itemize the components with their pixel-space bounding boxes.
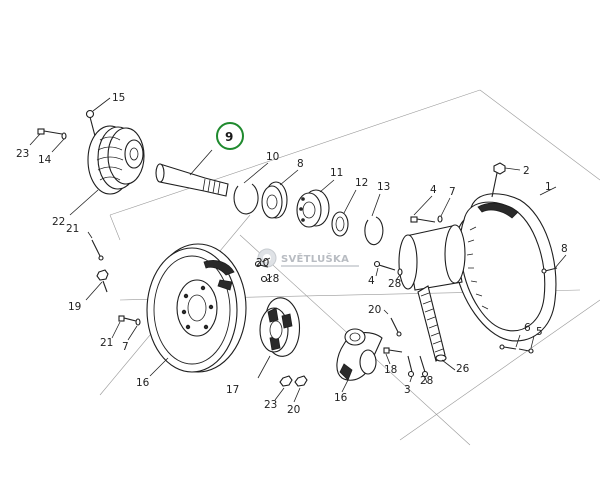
callout-7-left: 7 — [122, 341, 129, 353]
bolt-16 — [85, 97, 111, 137]
nuts-22-21 — [274, 375, 308, 403]
callout-28-mid: 28 — [388, 278, 401, 290]
callout-28-bottom: 28 — [420, 375, 433, 387]
callout-21-top: 20 — [256, 257, 269, 269]
circlip-11 — [233, 162, 269, 215]
callout-11: 10 — [266, 151, 279, 163]
flywheel-housing-1 — [398, 186, 557, 342]
bolts-4-7 — [410, 195, 451, 223]
bolts-3-28-lower — [407, 355, 429, 384]
watermark-text: SVĚTLUŠKA — [281, 252, 349, 265]
callout-18: 16 — [334, 392, 348, 404]
callout-23-left: 21 — [66, 223, 79, 235]
ring-13 — [331, 189, 357, 237]
callout-24: 21 — [100, 337, 113, 349]
callout-26: 23 — [16, 148, 29, 160]
callout-8: 8 — [561, 243, 568, 255]
callout-7-top: 7 — [449, 186, 456, 198]
callout-19: 17 — [226, 384, 239, 396]
callout-1: 1 — [545, 181, 552, 193]
coupling-flange-19 — [257, 297, 301, 379]
callout-6: 6 — [524, 322, 531, 334]
callout-5: 5 — [536, 326, 543, 338]
callout-16: 15 — [112, 92, 125, 104]
support-bracket-18 — [336, 328, 383, 393]
callout-4-top: 4 — [430, 184, 437, 196]
bolts-23-20-left — [85, 231, 109, 301]
callout-20-right: 18 — [384, 364, 397, 376]
callout-12: 11 — [330, 167, 343, 179]
callout-25: 22 — [52, 216, 65, 228]
strap-27 — [417, 285, 456, 371]
ring-10 — [261, 169, 299, 219]
bolts-6-5 — [499, 334, 535, 354]
callout-27: 26 — [456, 363, 470, 375]
callout-14: 13 — [377, 181, 390, 193]
callout-20-left: 19 — [68, 301, 81, 313]
pin-8 — [541, 254, 567, 274]
callout-labels: 15 23 14 22 21 19 21 7 16 10 8 11 12 13 … — [16, 92, 568, 416]
callout-10: 8 — [297, 158, 304, 170]
bolts-26-15 — [29, 128, 67, 153]
bearing-12 — [296, 179, 335, 228]
callout-13: 12 — [355, 177, 368, 189]
callout-3: 3 — [404, 384, 411, 396]
callout-2: 2 — [523, 165, 530, 177]
watermark: SVĚTLUŠKA — [257, 248, 359, 268]
highlight-number: 9 — [225, 130, 233, 144]
bolts-24-7 — [111, 315, 141, 341]
callout-21-bottom: 20 — [287, 404, 300, 416]
highlight-callout-9[interactable]: 9 — [216, 122, 244, 150]
callout-23-right: 20 — [368, 304, 381, 316]
callout-15: 14 — [38, 154, 52, 166]
circlip-14 — [364, 193, 384, 246]
callout-4-mid: 4 — [368, 275, 375, 287]
callout-22: 23 — [264, 399, 277, 411]
callout-20-top: 18 — [266, 273, 279, 285]
bolts-4-28-upper — [373, 260, 403, 281]
bolt-2 — [491, 162, 521, 198]
shaft-9 — [155, 149, 229, 197]
flywheel-17 — [146, 243, 247, 377]
bolts-23-20-right — [383, 309, 403, 365]
bolts-21-20-upper — [254, 257, 273, 283]
pulley-25 — [69, 125, 145, 216]
callout-17: 16 — [136, 377, 150, 389]
